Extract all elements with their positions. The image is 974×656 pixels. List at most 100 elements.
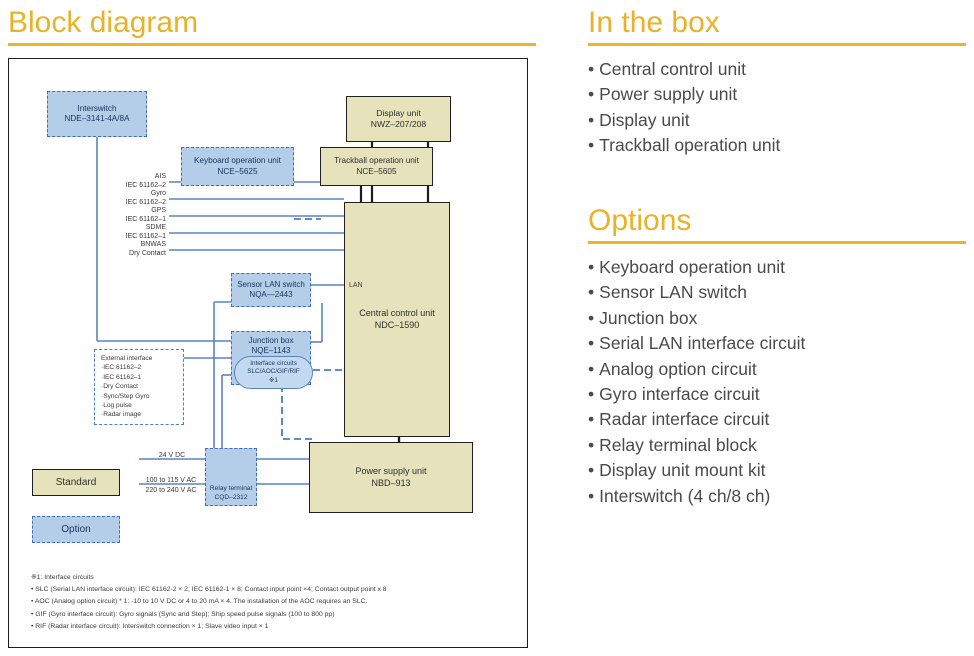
block-relay-terminal[interactable]: Relay terminal CQD–2312: [205, 448, 257, 506]
options-item-label: Junction box: [599, 307, 698, 328]
bullet-icon: •: [588, 460, 595, 481]
footnotes: ※1: Interface circuits • SLC (Serial LAN…: [31, 572, 511, 634]
external-interface-item: ·IEC 61162–1: [101, 373, 142, 381]
options-title: Options: [588, 204, 692, 237]
block-trackball-operation-unit[interactable]: Trackball operation unit NCE–5605: [320, 147, 433, 186]
bullet-icon: •: [588, 434, 595, 455]
options-panel: Options •Keyboard operation unit •Sensor…: [588, 204, 966, 509]
block-power-supply-unit[interactable]: Power supply unit NBD–913: [309, 442, 473, 513]
legend-option-label: Option: [61, 524, 91, 535]
signal-bnwas-name: BNWAS: [140, 241, 166, 248]
block-diagram-title-rule: [8, 43, 536, 46]
in-the-box-item: •Central control unit: [588, 57, 966, 82]
signal-label-gyro: Gyro IEC 61162–2: [69, 189, 166, 207]
external-interface-box: External interface ·IEC 61162–2 ·IEC 611…: [94, 349, 184, 425]
bullet-icon: •: [588, 282, 595, 303]
block-display-unit-line2: NWZ–207/208: [370, 119, 427, 129]
signal-label-sdme: SDME IEC 61162–1: [69, 223, 166, 241]
block-interswitch[interactable]: Interswitch NDE–3141-4A/8A: [47, 91, 147, 137]
block-relay-line2: CQD–2312: [214, 493, 248, 501]
signal-gyro-name: Gyro: [150, 190, 166, 197]
external-interface-item: ·Dry Contact: [101, 383, 139, 391]
block-ifcircuits-line2: SLC/AOC/GIF/RIF: [247, 368, 300, 376]
external-interface-item: ·Sync/Step Gyro: [101, 392, 150, 400]
signal-ais-std: IEC 61162–2: [125, 182, 166, 189]
in-the-box-panel: In the box •Central control unit •Power …: [588, 6, 966, 159]
options-item-label: Serial LAN interface circuit: [599, 333, 806, 354]
options-item: •Analog option circuit: [588, 357, 966, 382]
signal-sdme-name: SDME: [145, 224, 166, 231]
block-sensorlan-line1: Sensor LAN switch: [237, 279, 305, 289]
options-item: •Relay terminal block: [588, 433, 966, 458]
block-sensorlan-line2: NQA—2443: [249, 290, 293, 299]
block-trackball-line2: NCE–5605: [356, 166, 397, 176]
power-label-dc: 24 V DC: [158, 452, 186, 459]
block-interswitch-line2: NDE–3141-4A/8A: [64, 114, 130, 123]
options-item: •Interswitch (4 ch/8 ch): [588, 484, 966, 509]
options-item: •Keyboard operation unit: [588, 255, 966, 280]
block-junctionbox-line1: Junction box: [248, 336, 294, 345]
options-item-label: Radar interface circuit: [599, 409, 770, 430]
external-interface-list: ·IEC 61162–2 ·IEC 61162–1 ·Dry Contact ·…: [95, 363, 183, 419]
in-the-box-item-label: Trackball operation unit: [599, 135, 781, 156]
in-the-box-item: •Trackball operation unit: [588, 133, 966, 158]
options-title-rule: [588, 241, 966, 244]
block-relay-line1: Relay terminal: [209, 485, 253, 493]
block-keyboard-line2: NCE–5625: [217, 166, 258, 176]
external-interface-item: ·IEC 61162–2: [101, 364, 142, 372]
footnote-aoc: • AOC (Analog option circuit) * 1: -10 t…: [31, 598, 368, 606]
block-trackball-line1: Trackball operation unit: [334, 156, 419, 165]
in-the-box-title: In the box: [588, 6, 720, 39]
block-ifcircuits-note-ref: ※1: [269, 376, 278, 384]
bullet-icon: •: [588, 135, 595, 156]
block-diagram-frame: Interswitch NDE–3141-4A/8A Display unit …: [8, 58, 528, 648]
bullet-icon: •: [588, 409, 595, 430]
signal-gps-std: IEC 61162–1: [125, 216, 166, 223]
block-display-unit[interactable]: Display unit NWZ–207/208: [346, 96, 451, 142]
block-diagram-title: Block diagram: [8, 6, 199, 39]
options-item-label: Gyro interface circuit: [599, 384, 760, 405]
signal-gps-name: GPS: [151, 207, 166, 214]
bullet-icon: •: [588, 307, 595, 328]
block-keyboard-operation-unit[interactable]: Keyboard operation unit NCE–5625: [181, 147, 294, 186]
external-interface-item: ·Log pulse: [101, 402, 132, 410]
options-item: •Radar interface circuit: [588, 407, 966, 432]
in-the-box-list: •Central control unit •Power supply unit…: [588, 57, 966, 159]
external-interface-title: External interface: [101, 355, 153, 362]
legend-option: Option: [32, 516, 120, 543]
options-item-label: Display unit mount kit: [599, 460, 766, 481]
footnote-rif: • RIF (Radar interface circuit): Intersw…: [31, 623, 269, 631]
block-display-unit-line1: Display unit: [376, 108, 421, 118]
signal-gyro-std: IEC 61162–2: [125, 199, 166, 206]
block-sensor-lan-switch[interactable]: Sensor LAN switch NQA—2443: [231, 273, 311, 307]
block-central-control-unit[interactable]: Central control unit NDC–1590: [344, 202, 450, 437]
options-item: •Junction box: [588, 306, 966, 331]
bullet-icon: •: [588, 84, 595, 105]
signal-sdme-std: IEC 61162–1: [125, 233, 166, 240]
footnote-gif: • GIF (Gyro interface circuit): Gyro sig…: [31, 610, 335, 618]
block-keyboard-line1: Keyboard operation unit: [194, 156, 281, 165]
options-item-label: Analog option circuit: [599, 358, 757, 379]
in-the-box-item-label: Display unit: [599, 109, 690, 130]
bullet-icon: •: [588, 358, 595, 379]
block-junctionbox-line2: NQE–1143: [251, 346, 291, 356]
line-ifcircuits-to-psu: [281, 385, 314, 440]
options-item: •Serial LAN interface circuit: [588, 331, 966, 356]
block-ccu-line2: NDC–1590: [374, 319, 420, 330]
block-ifcircuits-line1: Interface circuits: [250, 360, 297, 368]
options-item: •Gyro interface circuit: [588, 382, 966, 407]
in-the-box-title-rule: [588, 43, 966, 46]
block-ccu-line1: Central control unit: [359, 307, 435, 318]
power-label-ac-2: 220 to 240 V AC: [145, 487, 197, 494]
power-label-ac-1: 100 to 115 V AC: [145, 477, 197, 484]
options-item: •Sensor LAN switch: [588, 280, 966, 305]
signal-ais-name: AIS: [154, 173, 166, 180]
signal-bnwas-std: Dry Contact: [129, 250, 166, 257]
block-diagram-canvas: Interswitch NDE–3141-4A/8A Display unit …: [9, 59, 526, 646]
signal-label-gps: GPS IEC 61162–1: [69, 206, 166, 224]
block-interface-circuits[interactable]: Interface circuits SLC/AOC/GIF/RIF ※1: [234, 356, 313, 389]
in-the-box-item-label: Power supply unit: [599, 84, 738, 105]
lan-port-label: LAN: [349, 282, 363, 289]
signal-label-ais: AIS IEC 61162–2: [69, 172, 166, 190]
